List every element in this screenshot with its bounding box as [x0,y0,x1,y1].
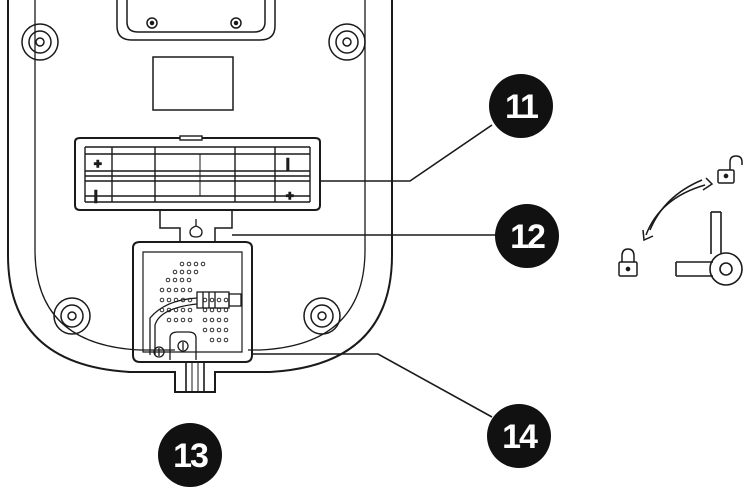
callout-14: 14 [487,404,551,468]
callout-11: 11 [489,74,553,138]
callout-13: 13 [158,423,222,487]
polarity-top-left: + [94,156,102,171]
locked-padlock-icon [618,248,638,277]
callout-12: 12 [495,204,559,268]
callout-14-label: 14 [502,418,538,456]
ground-screw [153,346,165,358]
leader-14 [252,353,493,418]
label-recess [152,56,234,111]
foot-top-right [328,23,366,61]
top-handle [116,0,276,41]
leader-lines [232,124,500,418]
power-cord [185,362,205,392]
cable [149,297,198,355]
unlocked-padlock-icon [717,155,743,184]
foot-top-left [21,23,59,61]
leader-11 [320,124,493,182]
polarity-bottom-left: | [94,188,98,203]
latch-lever-icon [675,211,743,286]
vent-holes [159,261,229,343]
rubber-feet [21,23,366,335]
foot-bottom-left [53,297,91,335]
foot-bottom-right [303,297,341,335]
polarity-bottom-right: + [286,188,294,203]
service-panel [132,241,253,363]
connector-plug [196,291,242,309]
double-arrow-icon [642,177,714,242]
callout-13-label: 13 [173,437,208,475]
strain-relief-clip [169,331,197,360]
battery-compartment: + | | + [74,135,321,211]
polarity-top-right: | [286,156,290,171]
callout-11-label: 11 [505,88,538,126]
callout-12-label: 12 [510,218,545,256]
wall-mount-slot [159,210,233,243]
